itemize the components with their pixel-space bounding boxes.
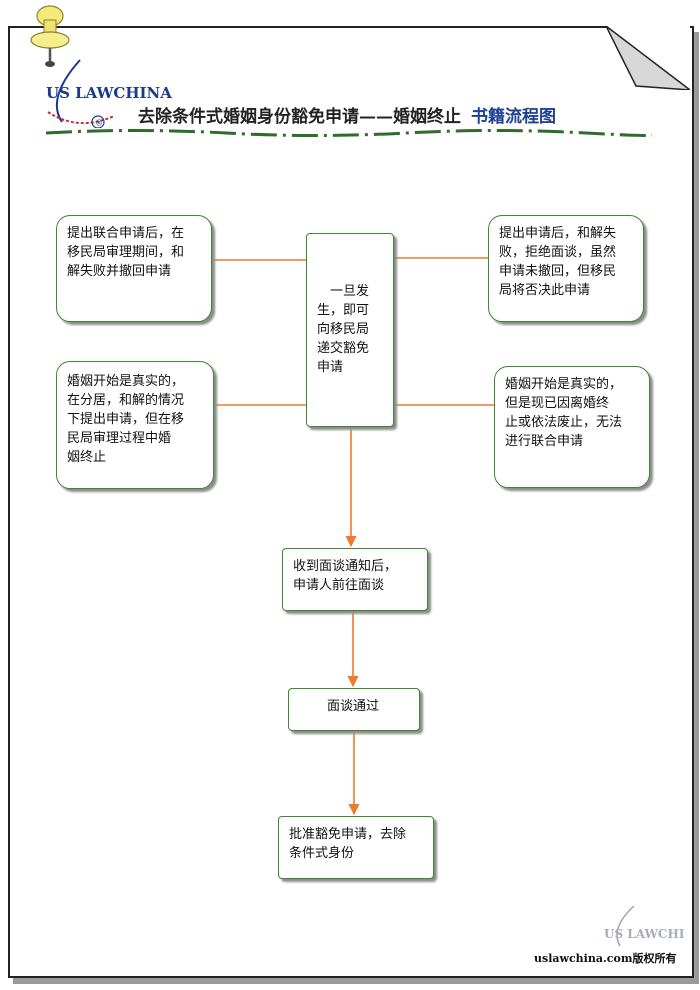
box-separation-during-review: 婚姻开始是真实的， 在分居，和解的情况 下提出申请，但在移 民局审理过程中婚 姻… xyxy=(56,361,214,489)
push-pin-icon xyxy=(30,5,70,67)
box-waiver-approved: 批准豁免申请，去除 条件式身份 xyxy=(278,816,434,879)
page-curl-corner xyxy=(606,26,690,90)
box-joint-application-withdrawn: 提出联合申请后，在 移民局审理期间，和 解失败并撤回申请 xyxy=(56,215,212,322)
box-interview-notice: 收到面谈通知后， 申请人前往面谈 xyxy=(282,548,428,611)
box-interview-passed: 面谈通过 xyxy=(288,688,420,731)
page-title: 去除条件式婚姻身份豁免申请——婚姻终止书籍流程图 xyxy=(138,102,556,127)
footer-logo-text: US LAWCHINA xyxy=(604,927,684,941)
footer-logo: US LAWCHINA xyxy=(604,905,684,947)
box-submit-waiver: 一旦发 生，即可 向移民局 递交豁免 申请 xyxy=(306,233,394,427)
uslawchina-logo: ® xyxy=(47,59,115,128)
copyright-text: uslawchina.com版权所有 xyxy=(534,952,677,965)
title-accent: 书籍流程图 xyxy=(471,107,556,127)
registered-mark: ® xyxy=(95,119,103,128)
logo-text: US LAWCHINA xyxy=(46,84,172,102)
box-divorce-no-joint-filing: 婚姻开始是真实的， 但是现已因离婚终 止或依法废止，无法 进行联合申请 xyxy=(494,366,650,488)
title-divider xyxy=(46,129,652,137)
box-application-denied: 提出申请后，和解失 败，拒绝面谈，虽然 申请未撤回，但移民 局将否决此申请 xyxy=(488,215,644,322)
title-main: 去除条件式婚姻身份豁免申请——婚姻终止 xyxy=(138,107,461,127)
